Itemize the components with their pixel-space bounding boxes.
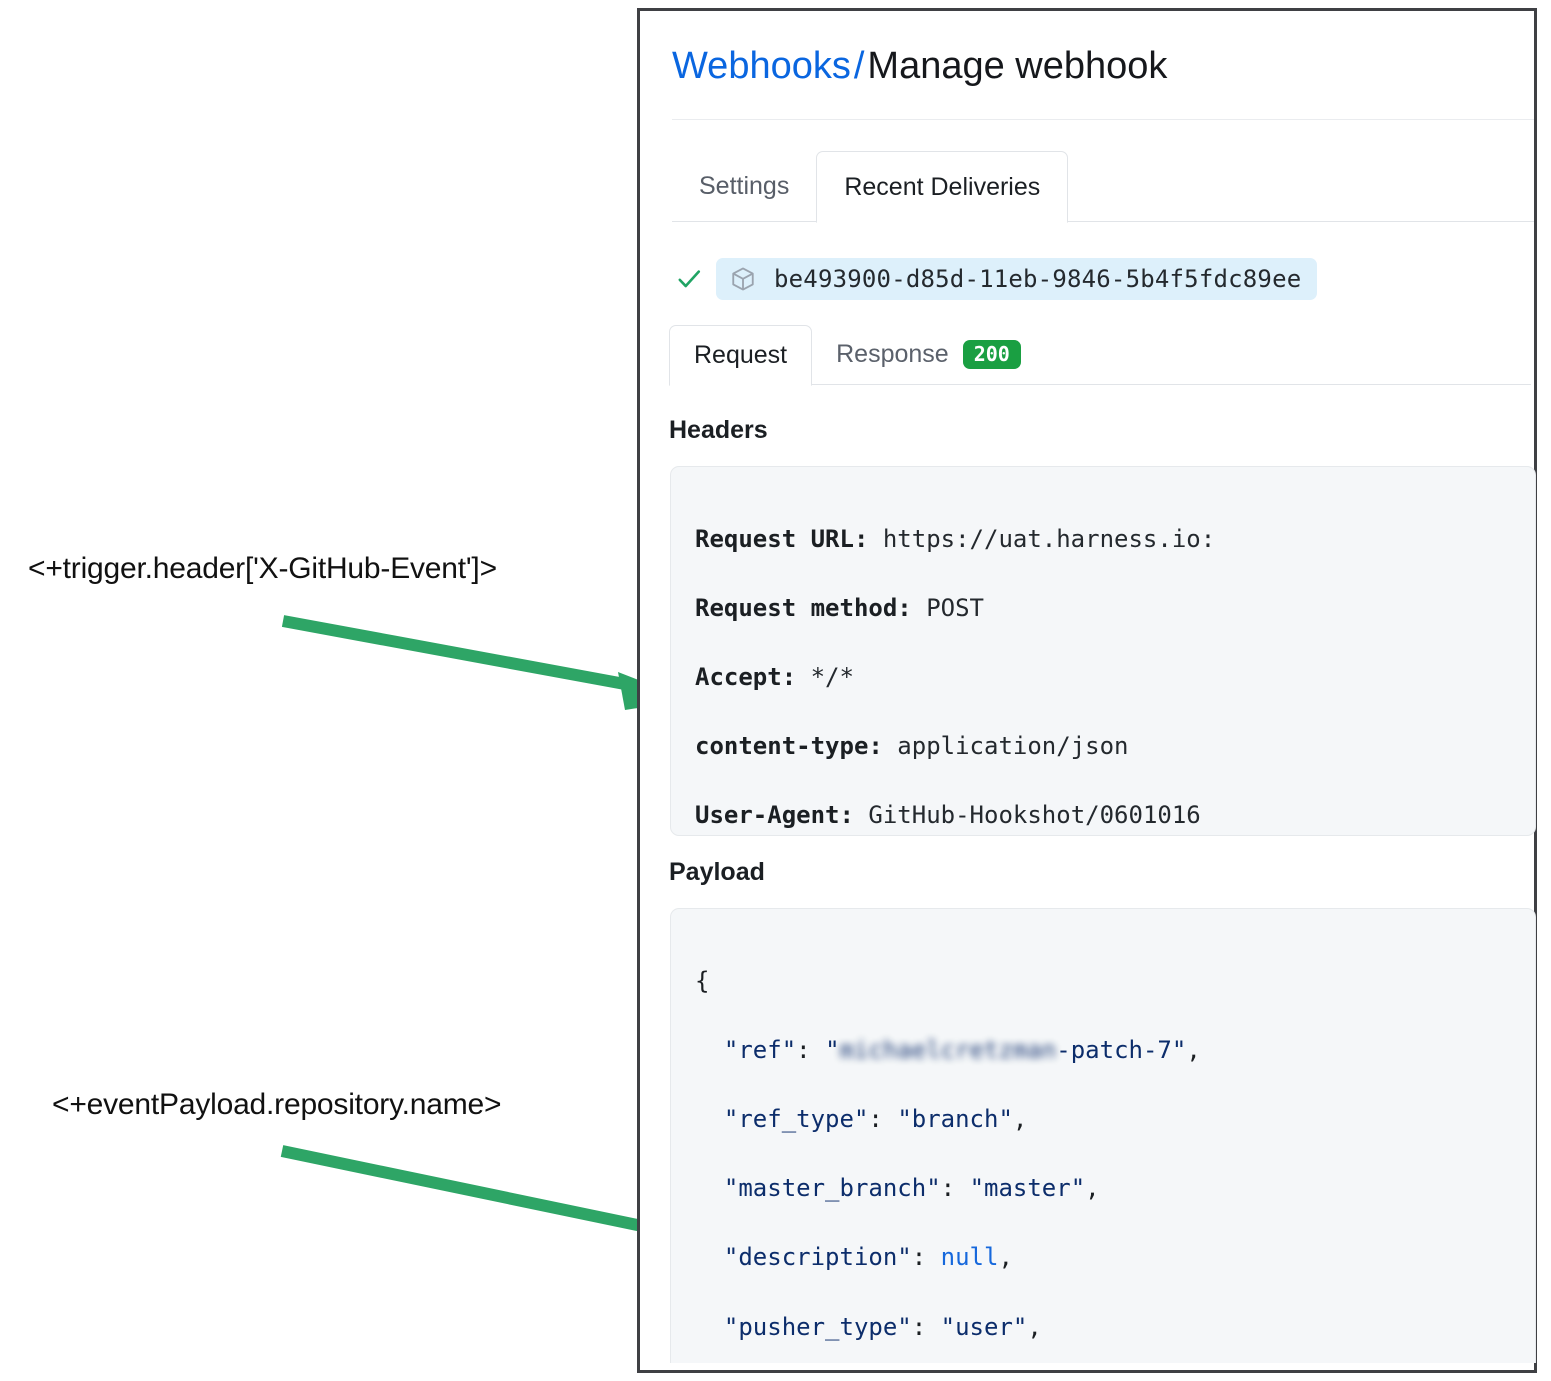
breadcrumb-separator: / [853, 45, 865, 87]
json-comma: , [1186, 1035, 1201, 1064]
json-comma: , [998, 1243, 1013, 1272]
header-key: User-Agent: [695, 801, 854, 830]
payload-line-open-brace: { [695, 964, 1511, 999]
json-value: "branch" [897, 1104, 1013, 1133]
delivery-row[interactable]: be493900-d85d-11eb-9846-5b4f5fdc89ee [676, 258, 1318, 300]
header-value: application/json [897, 732, 1129, 761]
header-key: content-type: [695, 732, 883, 761]
redacted-value: michaelcretzman [839, 1035, 1057, 1064]
payload-line-pusher-type: "pusher_type": "user", [723, 1312, 1042, 1341]
payload-line-master-branch: "master_branch": "master", [723, 1174, 1100, 1203]
json-comma: , [1012, 1104, 1028, 1133]
header-key: Request URL: [695, 524, 869, 553]
json-comma: , [1085, 1174, 1100, 1203]
inner-tabs-filler [1044, 325, 1531, 385]
tab-response[interactable]: Response 200 [812, 325, 1045, 385]
header-value: POST [926, 593, 984, 622]
header-key: Request method: [695, 593, 912, 622]
tab-recent-deliveries[interactable]: Recent Deliveries [816, 151, 1069, 223]
payload-line-ref-type: "ref_type": "branch", [723, 1104, 1028, 1133]
header-line: Request URL: https://uat.harness.io: [695, 522, 1511, 557]
tab-settings[interactable]: Settings [672, 151, 817, 222]
tab-request[interactable]: Request [669, 325, 813, 386]
tabs-filler [1068, 151, 1534, 222]
tab-response-label: Response [836, 340, 949, 368]
page-title: Manage webhook [867, 45, 1168, 87]
payload-line-description: "description": null, [723, 1243, 1013, 1272]
tab-recent-deliveries-label: Recent Deliveries [844, 172, 1041, 201]
json-value: "master" [969, 1174, 1086, 1203]
json-key: "ref_type" [723, 1104, 869, 1133]
request-response-tabs: Request Response 200 [669, 325, 1531, 386]
header-line: User-Agent: GitHub-Hookshot/0601016 [695, 798, 1511, 833]
annotation-label-event-payload-name: <+eventPayload.repository.name> [52, 1088, 502, 1121]
header-key: Accept: [695, 662, 797, 691]
delivery-id-chip[interactable]: be493900-d85d-11eb-9846-5b4f5fdc89ee [716, 258, 1318, 300]
tab-request-label: Request [694, 341, 788, 369]
payload-section-title: Payload [669, 858, 765, 886]
header-line: content-type: application/json [695, 729, 1511, 764]
breadcrumb: Webhooks/Manage webhook [640, 11, 1534, 89]
package-icon [732, 267, 754, 291]
json-brace: { [695, 966, 710, 995]
json-key: "description" [723, 1243, 912, 1272]
json-key: "ref" [723, 1035, 797, 1064]
annotation-label-trigger-header: <+trigger.header['X-GitHub-Event']> [28, 552, 497, 585]
header-value: GitHub-Hookshot/0601016 [868, 801, 1201, 830]
payload-code-block: { "ref": "michaelcretzman-patch-7", "ref… [670, 908, 1536, 1363]
header-line: Request method: POST [695, 591, 1511, 626]
delivery-id-text: be493900-d85d-11eb-9846-5b4f5fdc89ee [774, 265, 1302, 293]
json-key: "master_branch" [723, 1174, 941, 1203]
json-value: null [940, 1243, 999, 1272]
check-icon [678, 270, 701, 288]
payload-line-ref: "ref": "michaelcretzman-patch-7", [723, 1035, 1201, 1064]
json-comma: , [1027, 1312, 1042, 1341]
header-value: https://uat.harness.io: [882, 524, 1216, 553]
breadcrumb-divider [672, 119, 1534, 120]
webhook-tabs: Settings Recent Deliveries [672, 151, 1534, 223]
header-value: */* [810, 662, 854, 691]
json-value: "user" [940, 1312, 1028, 1341]
status-badge: 200 [962, 340, 1021, 369]
headers-section-title: Headers [669, 416, 768, 444]
tab-settings-label: Settings [699, 171, 790, 200]
json-key: "pusher_type" [723, 1312, 912, 1341]
json-value: -patch-7 [1056, 1035, 1172, 1064]
header-line: Accept: */* [695, 660, 1511, 695]
breadcrumb-link-webhooks[interactable]: Webhooks [672, 45, 851, 87]
headers-code-block: Request URL: https://uat.harness.io: Req… [670, 466, 1536, 836]
